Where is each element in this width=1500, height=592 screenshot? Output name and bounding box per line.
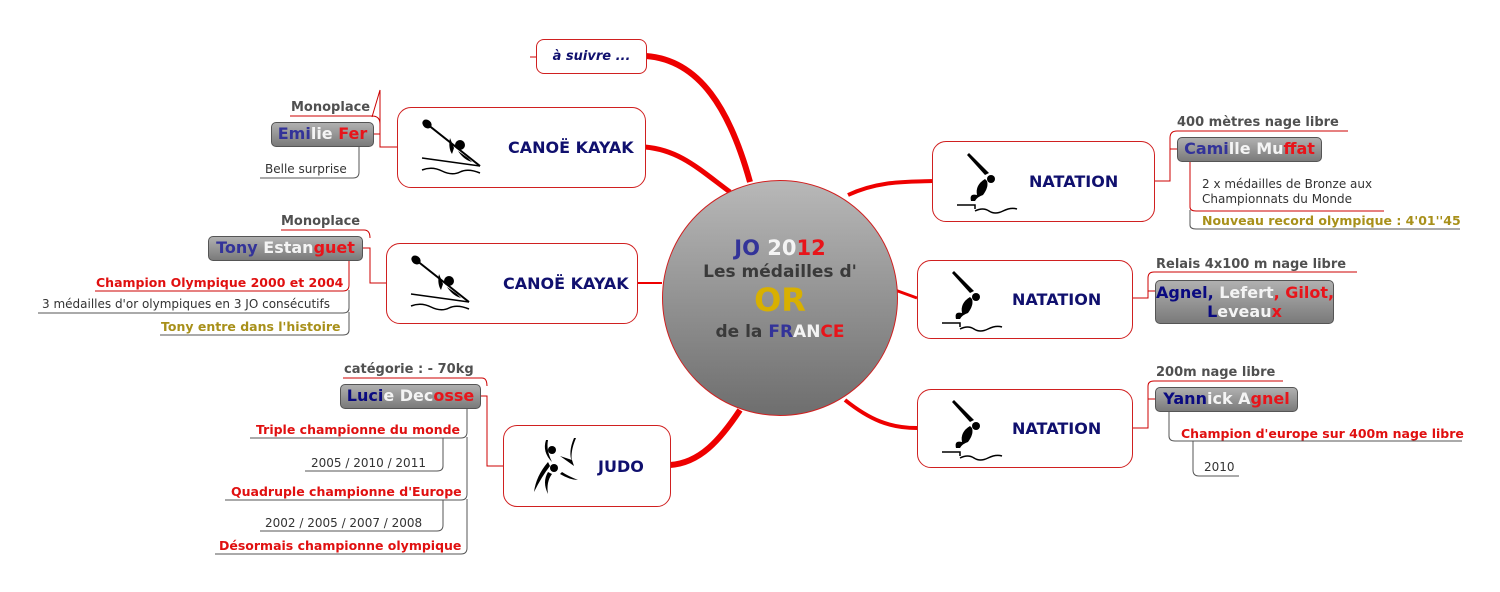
relais-category: Relais 4x100 m nage libre xyxy=(1156,257,1347,272)
topic-a-suivre[interactable]: à suivre ... xyxy=(536,39,647,74)
athlete-camille-muffat[interactable]: Camille Muffat xyxy=(1177,137,1322,162)
topic-label: JUDO xyxy=(598,456,644,476)
swimming-diver-icon xyxy=(942,399,1003,461)
canoe-kayak-icon xyxy=(410,255,470,310)
topic-canoe-kayak-2[interactable]: CANOË KAYAK xyxy=(386,243,638,324)
topic-canoe-kayak-1[interactable]: CANOË KAYAK xyxy=(397,107,646,188)
tony-category: Monoplace xyxy=(281,214,361,229)
swimming-diver-icon xyxy=(942,270,1003,332)
topic-natation-2[interactable]: NATATION xyxy=(917,260,1133,339)
canoe-kayak-icon xyxy=(421,119,481,174)
judo-icon xyxy=(534,438,578,494)
athlete-yannick-agnel[interactable]: Yannick Agnel xyxy=(1155,387,1298,412)
athlete-lucie-decosse[interactable]: Lucie Decosse xyxy=(340,384,481,409)
emilie-note: Belle surprise xyxy=(265,162,347,176)
central-topic[interactable]: JO 2012 Les médailles d' OR de la FRANCE xyxy=(662,180,898,416)
tony-note-history: Tony entre dans l'histoire xyxy=(161,319,341,334)
topic-label: à suivre ... xyxy=(552,49,631,64)
topic-label: CANOË KAYAK xyxy=(503,274,629,293)
camille-category: 400 mètres nage libre xyxy=(1177,115,1339,130)
lucie-note-olympic: Désormais championne olympique xyxy=(219,538,462,553)
topic-natation-1[interactable]: NATATION xyxy=(932,141,1155,222)
topic-judo[interactable]: JUDO xyxy=(503,425,671,507)
center-or: OR xyxy=(754,281,806,319)
topic-label: NATATION xyxy=(1012,290,1102,309)
center-subtitle: Les médailles d' xyxy=(703,262,857,282)
lucie-note-europe: Quadruple championne d'Europe xyxy=(231,484,462,499)
tony-note-champion: Champion Olympique 2000 et 2004 xyxy=(96,275,344,290)
topic-natation-3[interactable]: NATATION xyxy=(917,389,1133,468)
athlete-emilie-fer[interactable]: Emilie Fer xyxy=(271,122,374,147)
athlete-tony-estanguet[interactable]: Tony Estanguet xyxy=(208,236,363,261)
topic-label: NATATION xyxy=(1012,419,1102,438)
emilie-category: Monoplace xyxy=(291,100,371,115)
yannick-category: 200m nage libre xyxy=(1156,365,1276,380)
topic-label: NATATION xyxy=(1029,172,1119,191)
center-france: de la FRANCE xyxy=(715,322,845,342)
yannick-note-europe: Champion d'europe sur 400m nage libre xyxy=(1181,426,1464,441)
camille-note-record: Nouveau record olympique : 4'01''45 xyxy=(1202,213,1461,228)
yannick-note-year: 2010 xyxy=(1204,460,1235,474)
lucie-note-world: Triple championne du monde xyxy=(256,422,461,437)
swimming-diver-icon xyxy=(957,152,1018,214)
athletes-relais[interactable]: Agnel, Lefert, Gilot,Leveaux xyxy=(1155,280,1334,324)
tony-note-medals: 3 médailles d'or olympiques en 3 JO cons… xyxy=(42,297,330,311)
topic-label: CANOË KAYAK xyxy=(508,138,634,157)
center-title-jo2012: JO 2012 xyxy=(734,236,826,260)
lucie-category: catégorie : - 70kg xyxy=(344,362,474,377)
lucie-note-europe-years: 2002 / 2005 / 2007 / 2008 xyxy=(265,516,423,530)
lucie-note-world-years: 2005 / 2010 / 2011 xyxy=(311,456,426,470)
